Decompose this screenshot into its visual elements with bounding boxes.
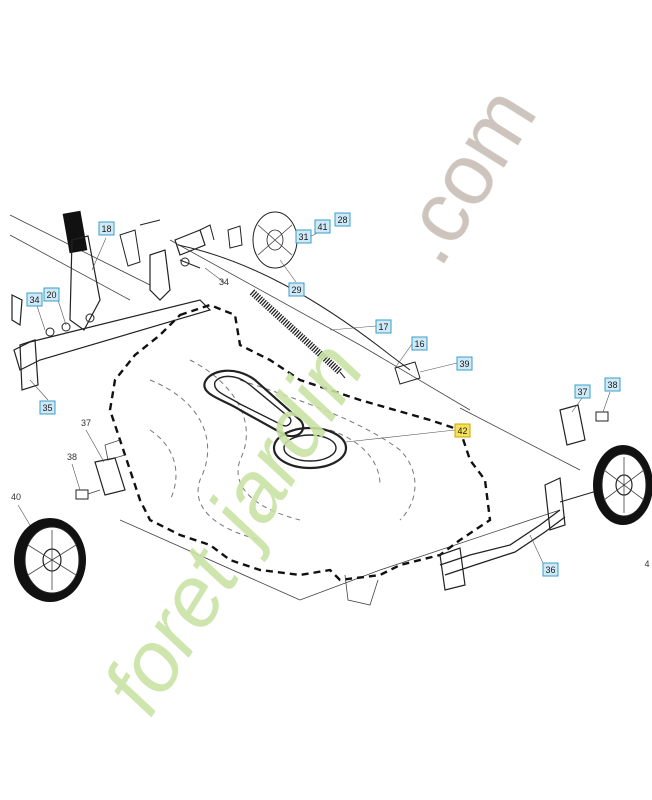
label-40: 40 (11, 492, 21, 502)
spring (249, 289, 346, 379)
callout-17: 17 (375, 319, 392, 334)
svg-text:34: 34 (29, 295, 39, 305)
center-bracket (149, 224, 215, 301)
plain-labels: 34 37 38 40 4 (11, 277, 650, 569)
callout-39: 39 (456, 356, 473, 371)
right-height-bracket (559, 404, 609, 446)
callout-20: 20 (43, 287, 60, 302)
label-38: 38 (67, 452, 77, 462)
watermark-jardin: jardin (184, 326, 382, 564)
callout-35: 35 (39, 400, 56, 415)
callout-highlighted: 42 (454, 423, 471, 438)
watermark-dotcom: .com (375, 71, 555, 280)
label-34: 34 (219, 277, 229, 287)
svg-text:42: 42 (457, 426, 467, 436)
callout-29: 29 (288, 282, 305, 297)
left-height-bracket (75, 457, 126, 500)
svg-text:35: 35 (42, 403, 52, 413)
svg-text:39: 39 (459, 359, 469, 369)
callouts: 18 41 28 31 29 17 16 39 (26, 212, 621, 577)
callout-16: 16 (411, 336, 428, 351)
label-37: 37 (81, 418, 91, 428)
svg-text:41: 41 (317, 222, 327, 232)
callout-37-right: 37 (574, 384, 591, 399)
blade-belt-assembly (203, 369, 456, 470)
callout-36: 36 (542, 562, 559, 577)
right-wheel (593, 445, 652, 525)
svg-text:18: 18 (101, 224, 111, 234)
svg-text:29: 29 (291, 285, 301, 295)
svg-text:37: 37 (577, 387, 587, 397)
callout-31: 31 (295, 229, 312, 244)
callout-28: 28 (334, 212, 351, 227)
left-wheel (14, 518, 86, 602)
leader-lines (17, 229, 611, 564)
callout-41: 41 (314, 219, 331, 234)
svg-text:17: 17 (378, 322, 388, 332)
svg-text:38: 38 (607, 380, 617, 390)
rear-axle (439, 477, 601, 591)
frame-lines (9, 214, 581, 601)
svg-text:16: 16 (414, 339, 424, 349)
svg-text:28: 28 (337, 215, 347, 225)
callout-34: 34 (26, 292, 43, 307)
pulley-wheel (227, 211, 298, 269)
mower-deck-outline (104, 303, 492, 606)
svg-text:20: 20 (46, 290, 56, 300)
svg-text:31: 31 (298, 232, 308, 242)
svg-text:36: 36 (545, 565, 555, 575)
left-handle-bracket (11, 210, 212, 391)
callout-38-right: 38 (604, 377, 621, 392)
label-4: 4 (644, 559, 649, 569)
watermark: foret jardin .com (85, 71, 555, 730)
callout-18: 18 (98, 221, 115, 236)
